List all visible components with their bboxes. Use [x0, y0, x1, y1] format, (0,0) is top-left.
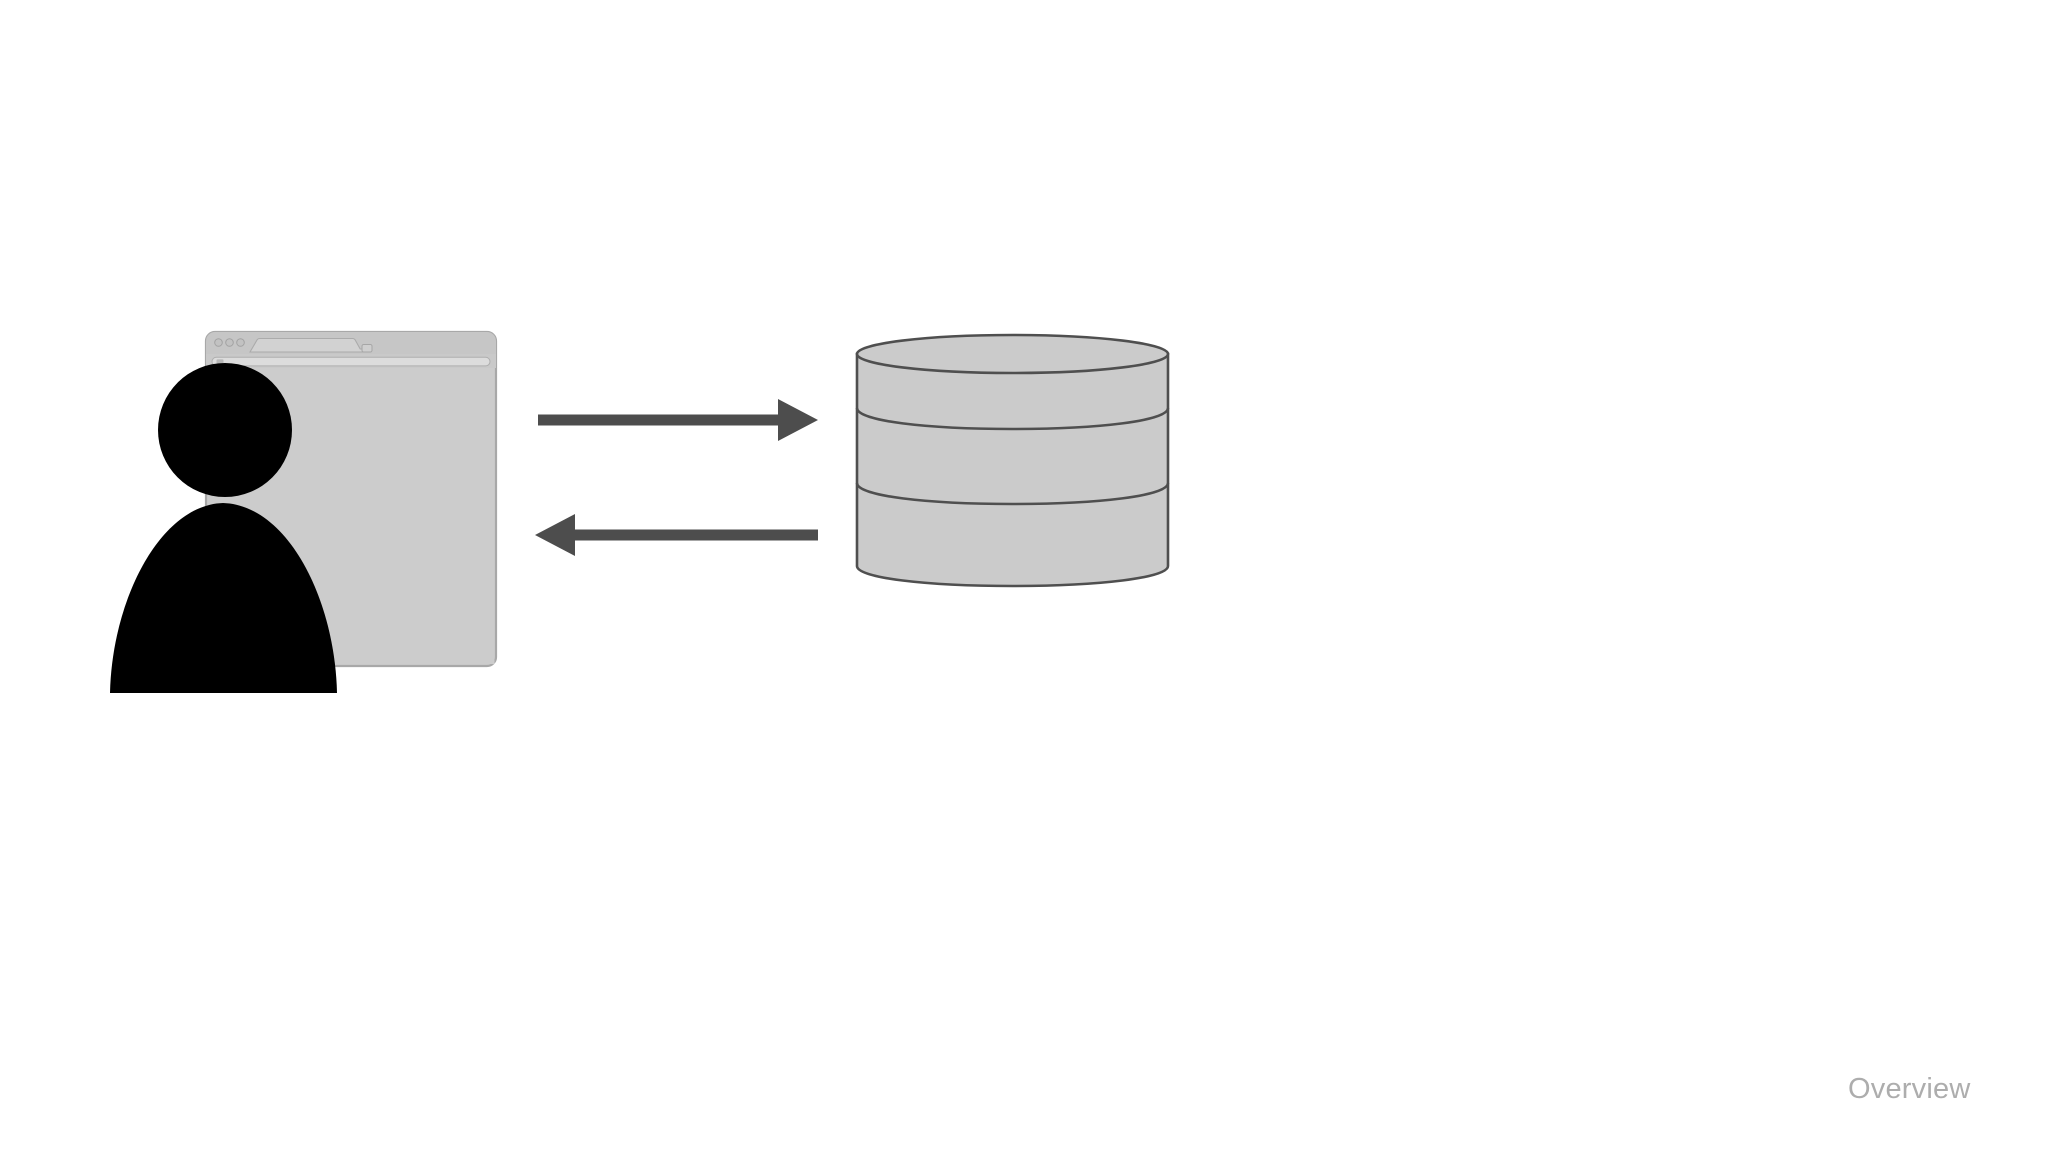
database-body: [855, 352, 1170, 588]
database-divider-2: [855, 482, 1170, 506]
response-arrow-left: [535, 514, 818, 556]
address-bar[interactable]: [211, 356, 491, 367]
database-top-disc: [855, 333, 1170, 375]
user-silhouette-icon: [110, 363, 337, 693]
new-tab-button[interactable]: [361, 344, 373, 353]
user-head: [158, 363, 292, 497]
minimize-icon[interactable]: [225, 338, 234, 347]
maximize-icon[interactable]: [236, 338, 245, 347]
database-divider-1: [855, 407, 1170, 431]
user-body: [110, 503, 337, 693]
address-bar-favicon-icon: [216, 359, 224, 364]
request-arrow-right: [538, 399, 818, 441]
response-arrow-head: [535, 514, 575, 556]
browser-tab[interactable]: [249, 337, 364, 353]
database-cylinder-icon: [855, 333, 1170, 588]
request-arrow-head: [778, 399, 818, 441]
traffic-light-buttons[interactable]: [214, 338, 245, 347]
close-icon[interactable]: [214, 338, 223, 347]
page-title: Overview: [1848, 1073, 1971, 1105]
response-arrow-shaft: [575, 529, 818, 541]
request-arrow-shaft: [538, 414, 780, 426]
